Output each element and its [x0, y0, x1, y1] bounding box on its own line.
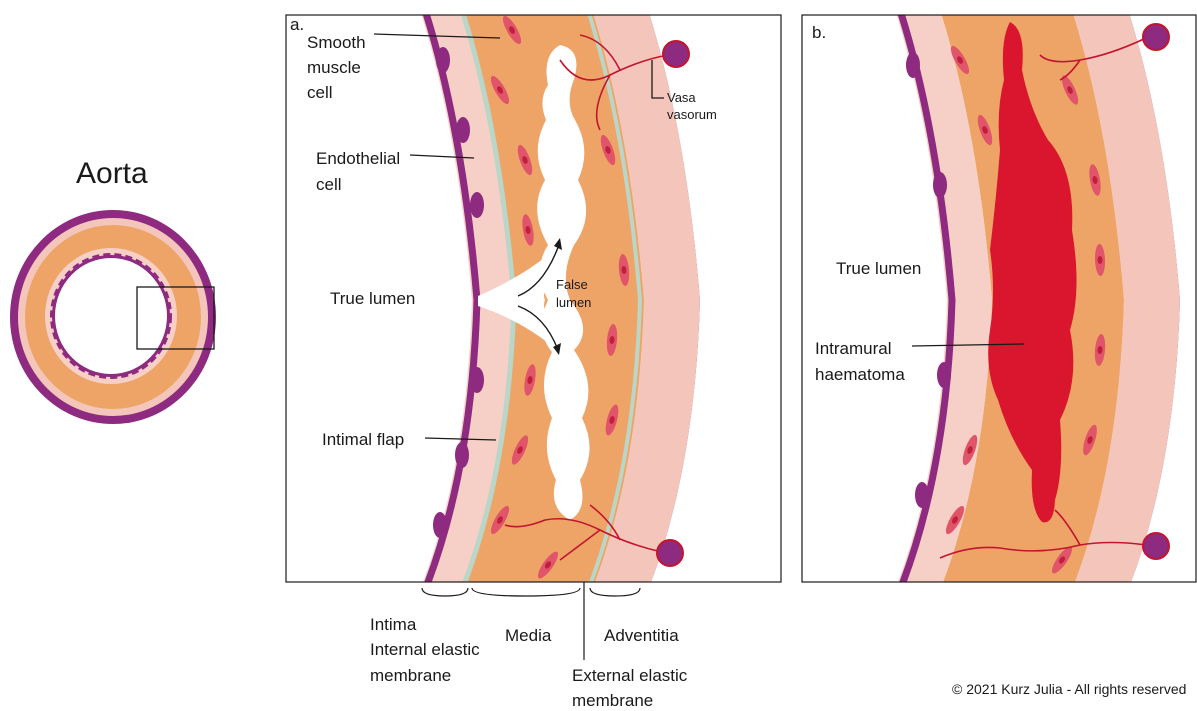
endothelial-label-2: cell [316, 175, 342, 194]
true-lumen-label-a: True lumen [330, 289, 415, 308]
internal-elastic-label-1: Internal elastic [370, 640, 480, 659]
smooth-muscle-label-3: cell [307, 83, 333, 102]
vasa-vasorum-label-2: vasorum [667, 107, 717, 122]
internal-elastic-label-2: membrane [370, 666, 451, 685]
external-elastic-label-2: membrane [572, 691, 653, 710]
aorta-title: Aorta [76, 157, 148, 190]
panel-b: b. True lumen Intramural haematoma [802, 10, 1196, 590]
external-elastic-label-1: External elastic [572, 666, 688, 685]
intramural-label-2: haematoma [815, 365, 905, 384]
smooth-muscle-label-1: Smooth [307, 33, 366, 52]
false-lumen-label-2: lumen [556, 295, 591, 310]
intimal-flap-label: Intimal flap [322, 430, 404, 449]
vasa-vasorum-label-1: Vasa [667, 90, 696, 105]
smooth-muscle-label-2: muscle [307, 58, 361, 77]
false-lumen-label-1: False [556, 277, 588, 292]
panel-a: a. Smooth muscle cell Vasa vasorum Endot… [286, 10, 781, 590]
true-lumen-label-b: True lumen [836, 259, 921, 278]
aorta-overview [10, 210, 216, 424]
copyright-notice: © 2021 Kurz Julia - All rights reserved [952, 681, 1186, 697]
adventitia-label: Adventitia [604, 626, 679, 645]
endothelial-label-1: Endothelial [316, 149, 400, 168]
panel-a-letter: a. [290, 15, 304, 34]
intramural-label-1: Intramural [815, 339, 892, 358]
media-label: Media [505, 626, 552, 645]
intima-label: Intima [370, 615, 417, 634]
panel-b-letter: b. [812, 23, 826, 42]
